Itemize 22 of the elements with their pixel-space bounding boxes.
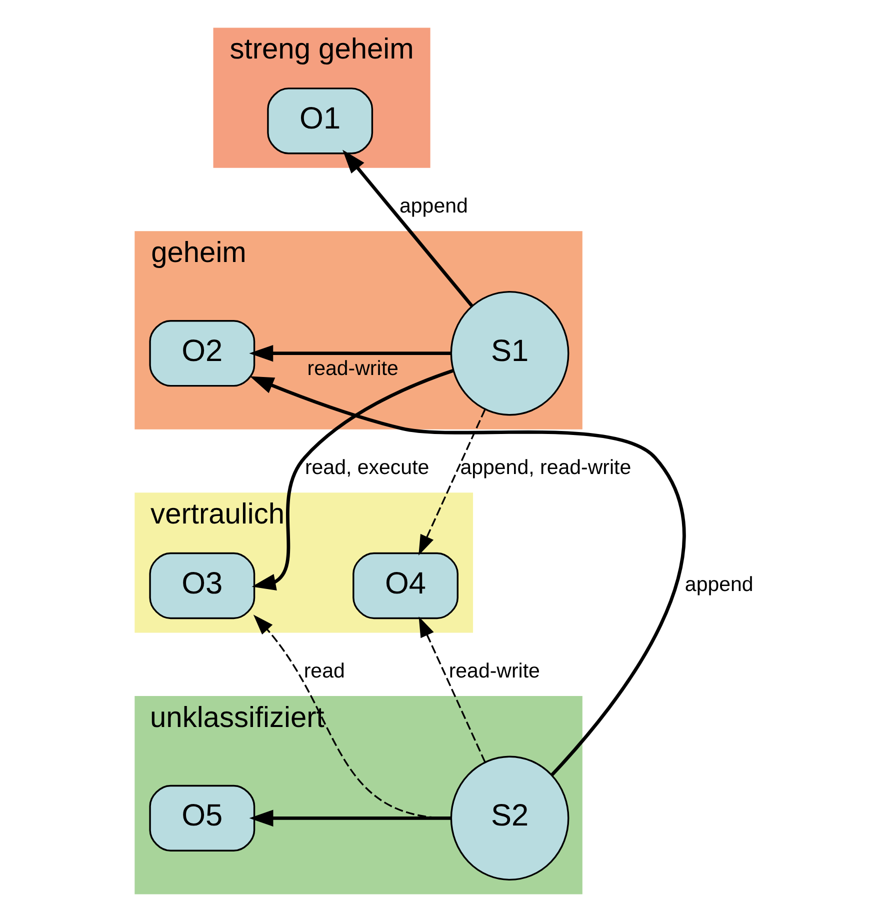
edge-label: append: [684, 573, 754, 596]
edge-label: read, execute: [304, 456, 430, 479]
arrow: [249, 810, 452, 827]
node-box: O4: [352, 552, 458, 620]
arrow: [342, 150, 474, 307]
edge-label: read-write: [307, 356, 398, 380]
edge-label: read: [304, 659, 345, 682]
node-box: O5: [149, 784, 256, 852]
edge-label: append, read-write: [460, 456, 632, 479]
node-circle: S2: [450, 756, 570, 881]
arrow: [250, 376, 686, 776]
node-box: O3: [149, 552, 256, 620]
arrow: [253, 614, 450, 820]
node-circle: S1: [450, 290, 570, 416]
node-box: O1: [267, 88, 374, 154]
arrow: [418, 616, 486, 763]
arrow: [252, 368, 454, 590]
edge-label: read-write: [448, 659, 540, 682]
edge-label: append: [400, 194, 468, 218]
node-box: O2: [149, 320, 256, 387]
arrow: [418, 409, 486, 556]
arrow: [249, 344, 452, 362]
